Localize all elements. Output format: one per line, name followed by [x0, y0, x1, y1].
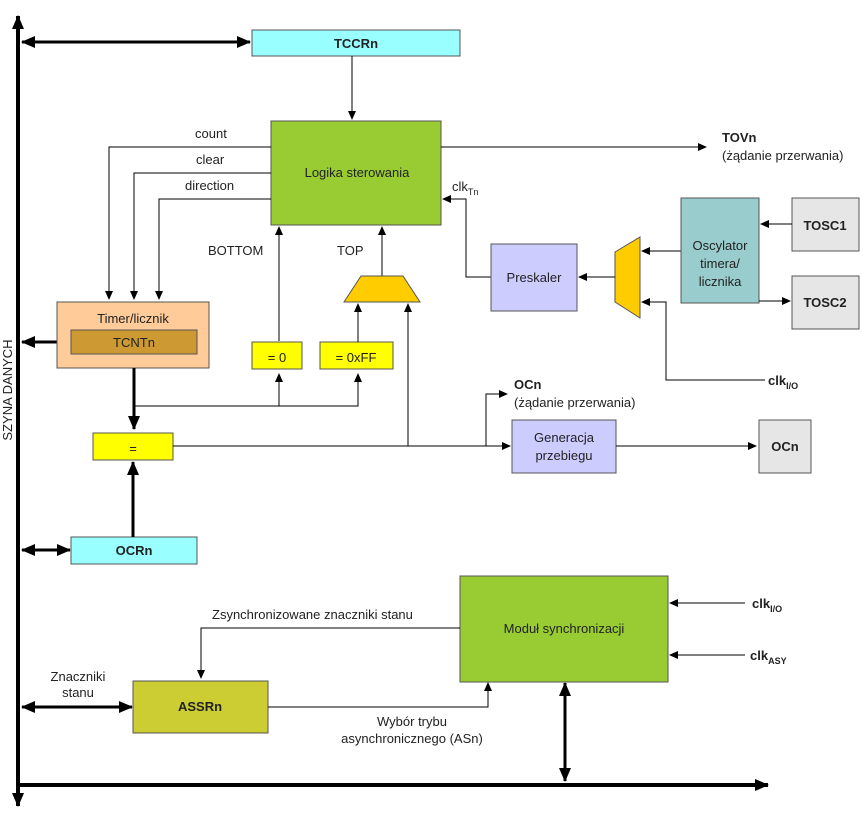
assr-register [132, 680, 269, 734]
clk-io-label: clkI/O [768, 373, 798, 391]
tosc2-label: TOSC2 [803, 295, 846, 310]
equal-max-block [319, 341, 394, 370]
count-label: count [195, 126, 227, 141]
async-mode-label-1: Wybór trybu [377, 714, 447, 729]
async-mode-label-2: asynchronicznego (ASn) [341, 731, 483, 746]
oscillator-label-2: timera/ [700, 256, 740, 271]
control-logic-block [270, 120, 442, 226]
ocn-flag-label: OCn [514, 377, 542, 392]
bottom-label: BOTTOM [208, 243, 263, 258]
waveform-label-1: Generacja [534, 430, 595, 445]
waveform-label-2: przebiegu [535, 448, 592, 463]
bus-label: SZYNA DANYCH [0, 339, 15, 440]
equal-zero-label: = 0 [268, 350, 286, 365]
oc-pin [758, 419, 812, 474]
tosc2-pin [791, 275, 860, 330]
tccr-label: TCCRn [334, 36, 378, 51]
clk-tn-label: clkTn [452, 179, 478, 197]
prescaler-label: Preskaler [507, 270, 563, 285]
tcnt-register [70, 329, 198, 355]
equal-zero-block [251, 341, 303, 370]
ocr-label: OCRn [116, 543, 153, 558]
clk-asy-label: clkASY [750, 648, 787, 666]
data-bus: SZYNA DANYCH [0, 15, 769, 807]
equal-max-label: = 0xFF [336, 350, 377, 365]
comparator-label: = [129, 441, 137, 456]
control-logic-label: Logika sterowania [305, 165, 411, 180]
top-mux [343, 275, 421, 303]
sync-module-block [459, 575, 669, 683]
assr-label: ASSRn [178, 699, 222, 714]
flags-label-2: stanu [62, 685, 94, 700]
tov-label: TOVn [722, 130, 756, 145]
direction-label: direction [185, 178, 234, 193]
oscillator-label-3: licznika [699, 274, 742, 289]
comparator-block [92, 432, 174, 461]
sync-module-label: Moduł synchronizacji [504, 621, 625, 636]
clear-label: clear [196, 152, 225, 167]
timer-counter-label: Timer/licznik [97, 311, 169, 326]
ocr-register [70, 536, 198, 565]
clock-mux [614, 236, 641, 319]
flags-label-1: Znaczniki [51, 669, 106, 684]
waveform-block [511, 419, 617, 474]
tccr-register [251, 29, 461, 57]
clk-io2-label: clkI/O [752, 596, 782, 614]
oc-pin-label: OCn [771, 439, 799, 454]
sync-flags-label: Zsynchronizowane znaczniki stanu [212, 607, 413, 622]
tcnt-label: TCNTn [113, 335, 155, 350]
tov-irq-label: (żądanie przerwania) [722, 148, 843, 163]
top-label: TOP [337, 243, 364, 258]
oscillator-label-1: Oscylator [693, 238, 749, 253]
tosc1-label: TOSC1 [803, 218, 846, 233]
ocn-irq-label: (żądanie przerwania) [514, 395, 635, 410]
oscillator-block [680, 197, 760, 304]
prescaler-block [490, 243, 578, 312]
